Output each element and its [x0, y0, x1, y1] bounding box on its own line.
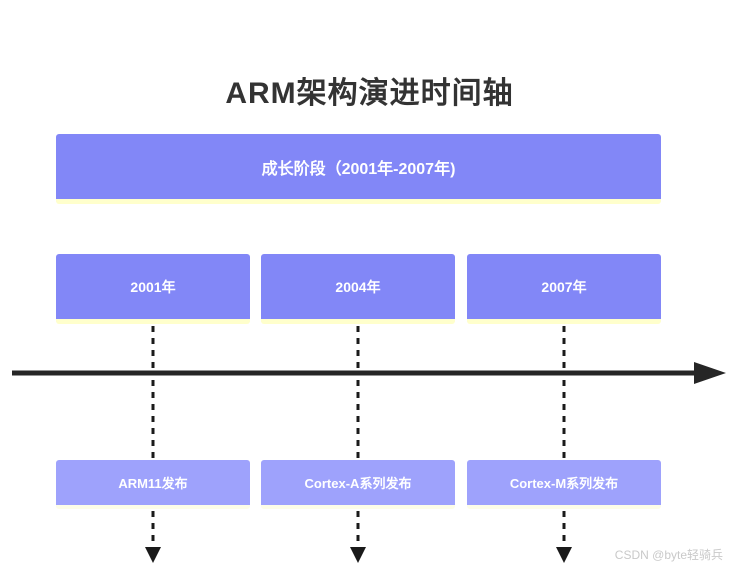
timeline-axis	[12, 362, 726, 384]
year-label: 2001年	[130, 278, 176, 295]
event-box-cortex-m[interactable]: Cortex-M系列发布	[467, 460, 661, 509]
event-label: Cortex-M系列发布	[509, 476, 619, 491]
year-label: 2007年	[541, 278, 587, 295]
down-arrowhead-icon	[350, 547, 366, 563]
event-box-arm11[interactable]: ARM11发布	[56, 460, 250, 509]
event-label: Cortex-A系列发布	[304, 476, 412, 491]
year-box-row: 2001年 2004年 2007年	[56, 254, 661, 324]
phase-band-label: 成长阶段（2001年-2007年)	[261, 160, 456, 178]
year-box-2007[interactable]: 2007年	[467, 254, 661, 324]
year-label: 2004年	[335, 278, 381, 295]
event-box-row: ARM11发布 Cortex-A系列发布 Cortex-M系列发布	[56, 460, 661, 509]
event-box-cortex-a[interactable]: Cortex-A系列发布	[261, 460, 455, 509]
down-arrowhead-icon	[145, 547, 161, 563]
year-box-2001[interactable]: 2001年	[56, 254, 250, 324]
page-title: ARM架构演进时间轴	[225, 77, 514, 110]
year-box-2004[interactable]: 2004年	[261, 254, 455, 324]
event-label: ARM11发布	[118, 476, 188, 491]
phase-band: 成长阶段（2001年-2007年)	[56, 134, 661, 204]
down-arrowhead-icon	[556, 547, 572, 563]
axis-arrowhead-icon	[694, 362, 726, 384]
watermark: CSDN @byte轻骑兵	[614, 548, 723, 562]
